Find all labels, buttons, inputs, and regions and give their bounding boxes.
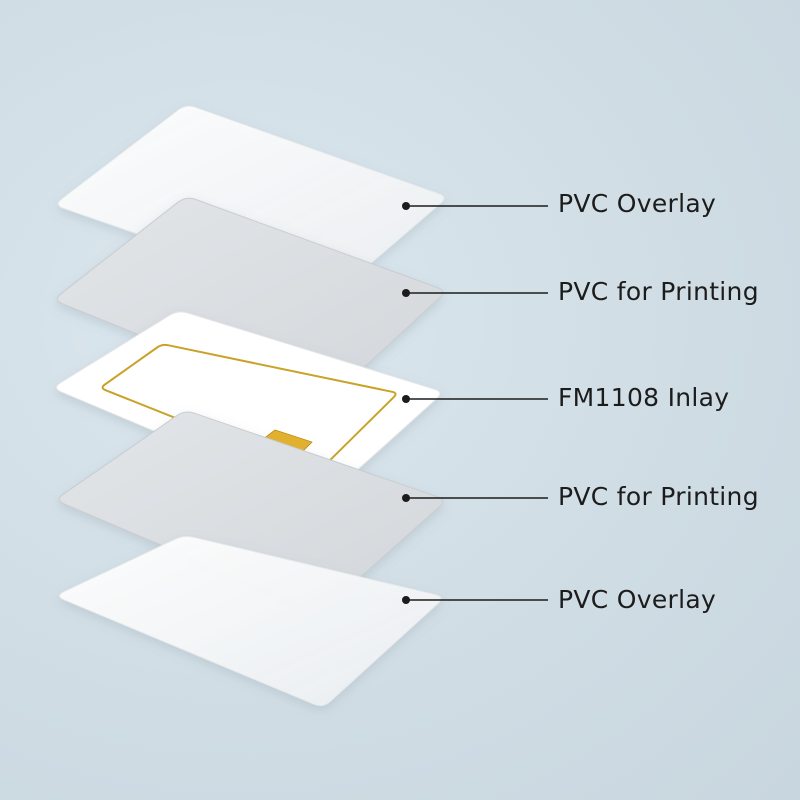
card-layer-5 bbox=[59, 536, 442, 707]
leader-dot-2 bbox=[402, 289, 410, 297]
layer-label-3: FM1108 Inlay bbox=[558, 383, 730, 412]
layer-label-2: PVC for Printing bbox=[558, 277, 759, 306]
leader-dot-5 bbox=[402, 596, 410, 604]
layer-label-4: PVC for Printing bbox=[558, 482, 759, 511]
leader-dot-3 bbox=[402, 395, 410, 403]
leader-lines bbox=[402, 202, 548, 604]
leader-dot-4 bbox=[402, 494, 410, 502]
overlay-card bbox=[59, 536, 442, 707]
cards bbox=[55, 105, 445, 707]
layer-label-1: PVC Overlay bbox=[558, 189, 717, 218]
layer-label-5: PVC Overlay bbox=[558, 585, 717, 614]
leader-dot-1 bbox=[402, 202, 410, 210]
